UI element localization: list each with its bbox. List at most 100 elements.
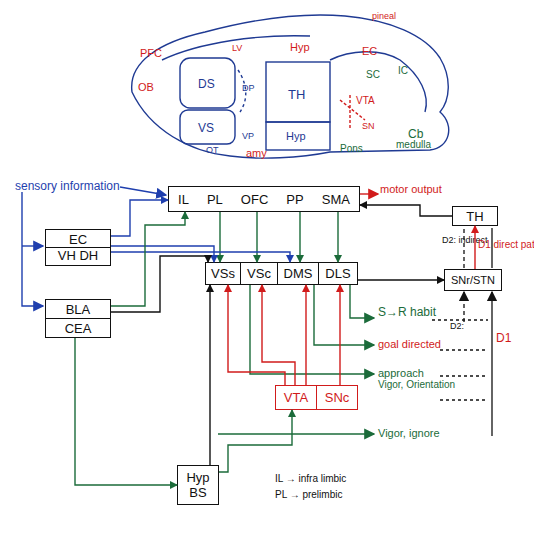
- connector-arrow: [111, 256, 208, 312]
- motor-arrow: [360, 193, 378, 194]
- text-label: Vigor, Orientation: [378, 380, 455, 390]
- text-label: OB: [138, 82, 154, 93]
- text-label: IL → infra limbic: [275, 474, 346, 484]
- connector-arrow: [111, 246, 214, 262]
- hypothalamus-box: HypBS: [177, 465, 219, 505]
- cortex-line: [162, 36, 310, 60]
- text-label: Hyp: [286, 131, 306, 142]
- node-text: BS: [189, 485, 206, 500]
- connector-arrow: [339, 285, 340, 385]
- text-label: Hyp: [290, 42, 310, 53]
- sensory-arrow: [120, 187, 166, 195]
- text-label: pineal: [372, 12, 396, 21]
- connector-arrow: [111, 212, 185, 306]
- connector-arrow: [474, 226, 475, 269]
- connector-arrow: [219, 410, 292, 472]
- text-label: SC: [366, 70, 380, 80]
- node-text: PP: [286, 192, 303, 207]
- text-label: VTA: [356, 96, 375, 106]
- node-text: EC: [69, 232, 87, 247]
- amygdala-box: BLA: [45, 299, 111, 319]
- text-label: DS: [198, 78, 215, 90]
- text-label: TH: [288, 88, 305, 101]
- text-label: amy: [246, 148, 267, 159]
- striatum-box: DLS: [318, 262, 358, 285]
- thalamus-box: TH: [452, 206, 498, 226]
- text-label: EC: [362, 46, 377, 57]
- text-label: medulla: [396, 140, 431, 150]
- striatum-box: DMS: [277, 262, 319, 285]
- text-label: S→R habit: [378, 306, 436, 318]
- node-text: Hyp: [186, 470, 209, 485]
- d2-indirect-line: [463, 228, 464, 268]
- hippocampal-box: ECVH DH: [45, 229, 111, 266]
- node-text: SNc: [325, 390, 350, 405]
- connector-arrow: [228, 285, 285, 385]
- node-text: IL: [178, 192, 189, 207]
- text-label: LV: [232, 44, 242, 53]
- text-label: approach: [378, 368, 424, 379]
- brain-outline: [132, 15, 449, 158]
- text-label: SN: [362, 122, 375, 131]
- connector-arrow: [305, 285, 306, 385]
- connector-arrow: [209, 285, 210, 465]
- striatum-box: VSs: [205, 262, 241, 285]
- text-label: OT: [206, 146, 219, 155]
- sensory-wires: [22, 187, 166, 306]
- text-label: DP: [242, 84, 255, 93]
- text-label: D1 direct path: [478, 240, 534, 250]
- text-label: goal directed: [378, 339, 441, 350]
- text-label: VP: [242, 132, 254, 141]
- dopamine-box: VTA: [275, 385, 317, 410]
- connector-arrow: [111, 252, 290, 262]
- text-label: D1: [496, 332, 511, 344]
- output-wires: [218, 285, 374, 434]
- goal-wire: [314, 285, 374, 345]
- node-text: SNr/STN: [451, 274, 495, 286]
- connector-arrow: [219, 212, 220, 262]
- text-label: Vigor, ignore: [378, 428, 440, 439]
- connector-arrow: [299, 212, 300, 262]
- text-label: IC: [398, 66, 408, 76]
- habit-wire: [350, 285, 374, 318]
- node-text: VSc: [247, 266, 271, 281]
- d1-line: [491, 292, 492, 436]
- hyp-region: [266, 122, 330, 150]
- text-label: sensory information: [15, 180, 120, 192]
- sensory-to-ec: [22, 245, 43, 246]
- text-label: VS: [198, 122, 214, 134]
- text-label: D2:: [450, 322, 464, 331]
- text-label: Pons: [340, 144, 363, 154]
- connector-arrow: [75, 338, 177, 485]
- node-text: OFC: [241, 192, 268, 207]
- node-text: DLS: [325, 266, 350, 281]
- striatum-box: VSc: [240, 262, 278, 285]
- ds-region: [180, 58, 235, 108]
- node-text: CEA: [65, 321, 92, 336]
- text-label: PFC: [140, 48, 162, 59]
- sensory-to-bla: [22, 192, 43, 306]
- text-label: PL → prelimbic: [275, 490, 342, 500]
- amygdala-box: CEA: [45, 318, 111, 338]
- node-text: VSs: [211, 266, 235, 281]
- vs-region: [180, 110, 235, 144]
- node-text: DMS: [284, 266, 313, 281]
- d2-line: [463, 292, 464, 322]
- th-region: [266, 62, 330, 122]
- connector-arrow: [262, 285, 295, 385]
- node-text: VH DH: [46, 247, 110, 263]
- node-text: PL: [207, 192, 223, 207]
- connector-arrow: [358, 279, 444, 280]
- text-label: Cb: [408, 128, 423, 140]
- connector-arrow: [256, 212, 257, 262]
- node-text: SMA: [322, 192, 350, 207]
- output-nuclei-box: SNr/STN: [444, 269, 502, 291]
- connector-arrow: [111, 200, 168, 236]
- node-text: VTA: [284, 390, 308, 405]
- node-text: TH: [466, 209, 483, 224]
- connector-arrow: [360, 205, 452, 216]
- dopamine-box: SNc: [316, 385, 358, 410]
- cortex-box: IL PL OFC PP SMA: [168, 186, 360, 212]
